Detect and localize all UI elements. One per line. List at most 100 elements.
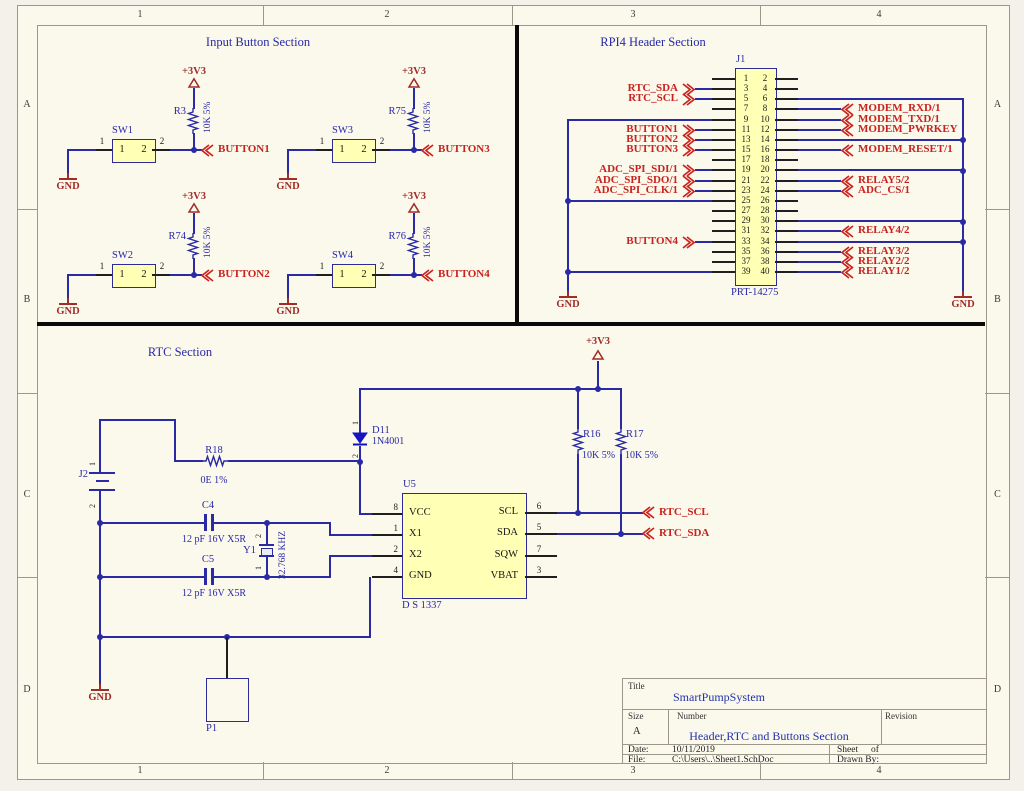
net-label-button1[interactable]: BUTTON1	[218, 143, 270, 155]
gnd-power-port[interactable]: GND	[556, 299, 580, 310]
net-label-button1[interactable]: BUTTON1	[626, 123, 678, 135]
gnd-power-port[interactable]: GND	[276, 181, 300, 192]
gnd-power-port[interactable]: GND	[276, 306, 300, 317]
switch-body[interactable]	[332, 264, 376, 288]
resistor-icon[interactable]	[202, 454, 228, 468]
chip-designator: U5	[403, 479, 416, 490]
file-value: C:\Users\..\Sheet1.SchDoc	[672, 754, 774, 765]
net-label-adc_spi_sdi/1[interactable]: ADC_SPI_SDI/1	[599, 163, 678, 175]
j1-pin-number: 28	[760, 205, 770, 215]
path	[641, 527, 655, 540]
wire	[68, 274, 96, 276]
project-title: SmartPumpSystem	[673, 690, 766, 704]
net-label-button3[interactable]: BUTTON3	[626, 143, 678, 155]
resistor-icon[interactable]	[614, 428, 628, 454]
net-label-button4[interactable]: BUTTON4	[626, 235, 678, 247]
power-port-3v3[interactable]: +3V3	[401, 191, 427, 202]
svg	[840, 246, 854, 259]
wire	[288, 149, 316, 151]
j1-pin-number: 19	[741, 164, 751, 174]
pin-stub	[775, 129, 798, 131]
net-label-button2[interactable]: BUTTON2	[218, 268, 270, 280]
capacitor-plate[interactable]	[204, 568, 207, 585]
pin-stub	[712, 251, 735, 253]
frame-tick	[985, 209, 1010, 210]
title-block-line	[881, 709, 882, 744]
path	[200, 269, 214, 282]
gnd-power-port[interactable]: GND	[951, 299, 975, 310]
net-label-adc_cs/1[interactable]: ADC_CS/1	[858, 184, 910, 196]
wire	[695, 169, 712, 171]
pin-stub	[372, 513, 402, 515]
battery-plate	[89, 489, 115, 491]
gnd-power-port[interactable]: GND	[56, 306, 80, 317]
resistor-value: 10K 5%	[423, 101, 433, 133]
size-value: A	[633, 726, 641, 737]
net-label-relay2/2[interactable]: RELAY2/2	[858, 255, 910, 267]
net-label-adc_spi_clk/1[interactable]: ADC_SPI_CLK/1	[593, 184, 678, 196]
pin-stub	[712, 190, 735, 192]
net-label-adc_spi_sdo/1[interactable]: ADC_SPI_SDO/1	[594, 174, 678, 186]
wire	[413, 133, 415, 151]
net-label-relay5/2[interactable]: RELAY5/2	[858, 174, 910, 186]
net-label-rtc-scl[interactable]: RTC_SCL	[659, 506, 709, 518]
pin-stub	[96, 274, 113, 276]
net-label-button4[interactable]: BUTTON4	[438, 268, 490, 280]
pin-stub	[775, 210, 798, 212]
power-port-3v3[interactable]: +3V3	[181, 66, 207, 77]
svg	[840, 144, 854, 157]
diode-icon[interactable]	[351, 432, 369, 446]
pin-number: 8	[393, 502, 399, 512]
j1-pin-number: 3	[743, 83, 749, 93]
net-label-button3[interactable]: BUTTON3	[438, 143, 490, 155]
net-label-modem_rxd/1[interactable]: MODEM_RXD/1	[858, 102, 941, 114]
wire	[288, 274, 316, 276]
gnd-power-port[interactable]: GND	[88, 692, 112, 703]
net-label-rtc-sda[interactable]: RTC_SDA	[659, 527, 710, 539]
power-port-3v3[interactable]: +3V3	[181, 191, 207, 202]
date-label: Date:	[628, 745, 649, 755]
net-label-rtc_sda[interactable]: RTC_SDA	[627, 82, 678, 94]
pin-stub	[372, 576, 402, 578]
pin-number: 2	[393, 544, 399, 554]
net-label-modem_txd/1[interactable]: MODEM_TXD/1	[858, 113, 940, 125]
net-label-modem_pwrkey[interactable]: MODEM_PWRKEY	[858, 123, 958, 135]
wire	[695, 149, 712, 151]
gnd-symbol-bar	[59, 303, 77, 305]
battery-plate[interactable]	[89, 472, 115, 474]
section-title-input-button: Input Button Section	[205, 35, 311, 49]
gnd-power-port[interactable]: GND	[56, 181, 80, 192]
path	[682, 236, 696, 249]
wire	[99, 419, 176, 421]
j1-pin-number: 8	[762, 103, 768, 113]
junction-dot	[357, 459, 363, 465]
switch-body[interactable]	[112, 139, 156, 163]
frame-row-label: B	[23, 294, 31, 305]
wire	[620, 454, 622, 535]
pin-stub	[712, 169, 735, 171]
net-label-modem_reset/1[interactable]: MODEM_RESET/1	[858, 143, 953, 155]
connector-designator: J1	[736, 54, 746, 65]
pin-stub	[525, 555, 557, 557]
pin-stub	[775, 230, 798, 232]
pin-stub	[775, 149, 798, 151]
pin-stub	[316, 274, 333, 276]
power-port-3v3[interactable]: +3V3	[401, 66, 427, 77]
net-label-button2[interactable]: BUTTON2	[626, 133, 678, 145]
net-label-relay4/2[interactable]: RELAY4/2	[858, 224, 910, 236]
power-port-3v3[interactable]: +3V3	[585, 336, 611, 347]
header-p1-body[interactable]	[206, 678, 249, 722]
net-label-rtc_scl[interactable]: RTC_SCL	[628, 92, 678, 104]
rtc-chip-body[interactable]	[402, 493, 527, 599]
rpi4-header-connector-body[interactable]	[735, 68, 777, 286]
net-label-relay3/2[interactable]: RELAY3/2	[858, 245, 910, 257]
pin-stub	[712, 180, 735, 182]
j1-pin-number: 40	[760, 266, 770, 276]
switch-body[interactable]	[112, 264, 156, 288]
switch-body[interactable]	[332, 139, 376, 163]
j1-pin-number: 1	[743, 73, 749, 83]
net-label-relay1/2[interactable]: RELAY1/2	[858, 265, 910, 277]
resistor-icon[interactable]	[571, 428, 585, 454]
capacitor-plate[interactable]	[204, 514, 207, 531]
svg	[840, 266, 854, 279]
